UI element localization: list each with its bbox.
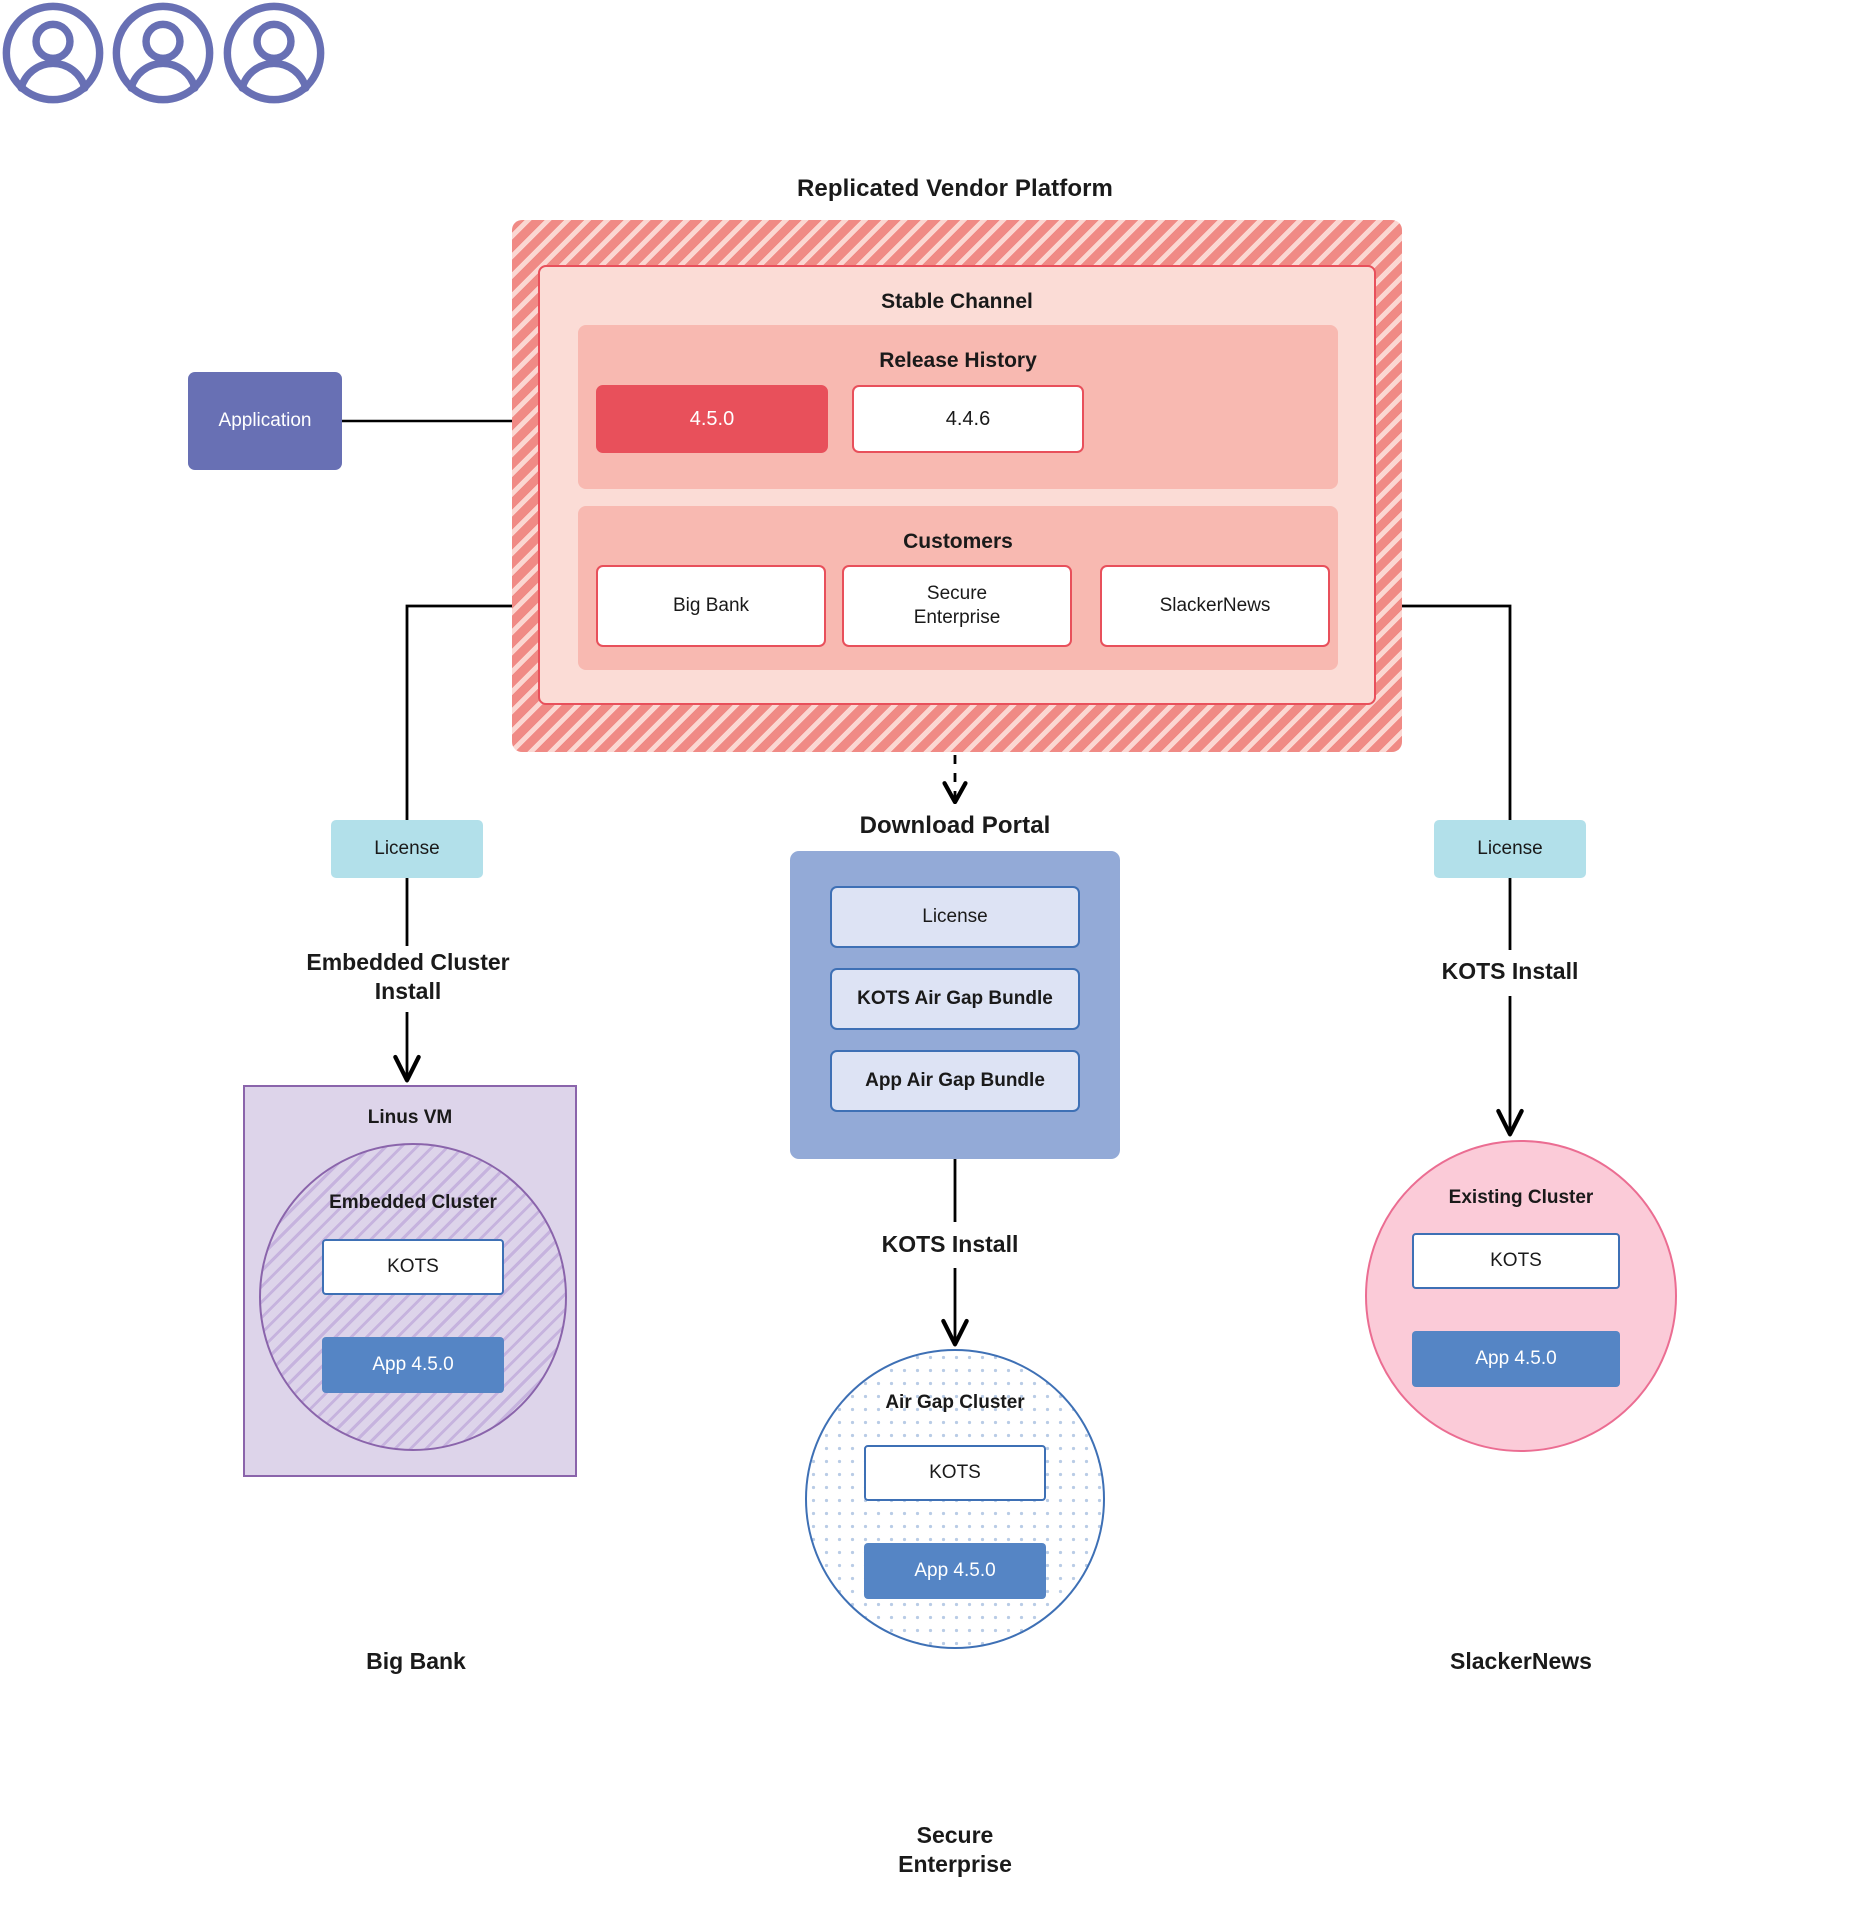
kots-chip-existing[interactable]: KOTS	[1412, 1233, 1620, 1289]
kots-chip-embedded[interactable]: KOTS	[322, 1239, 504, 1295]
linus-vm-title: Linus VM	[367, 1107, 453, 1128]
app-chip-embedded[interactable]: App 4.5.0	[322, 1337, 504, 1393]
embedded-cluster-container	[259, 1143, 567, 1451]
kots-install-label-middle: KOTS Install	[881, 1230, 1019, 1257]
platform-title: Replicated Vendor Platform	[796, 175, 1113, 202]
embedded-cluster-title: Embedded Cluster	[329, 1192, 497, 1213]
end-user-label-slackernews: SlackerNews	[1450, 1648, 1592, 1675]
app-chip-airgap[interactable]: App 4.5.0	[864, 1543, 1046, 1599]
download-portal-title: Download Portal	[859, 812, 1051, 839]
end-user-label-big-bank: Big Bank	[366, 1648, 466, 1675]
customer-chip-slackernews[interactable]: SlackerNews	[1100, 565, 1330, 647]
portal-item-license[interactable]: License	[830, 886, 1080, 948]
release-history-title: Release History	[879, 349, 1037, 372]
portal-item-kots-air-gap-bundle[interactable]: KOTS Air Gap Bundle	[830, 968, 1080, 1030]
stable-channel-title: Stable Channel	[881, 290, 1033, 313]
avatar-secure-enterprise	[113, 2, 214, 104]
portal-item-app-air-gap-bundle[interactable]: App Air Gap Bundle	[830, 1050, 1080, 1112]
kots-install-label-right: KOTS Install	[1441, 957, 1579, 984]
app-chip-existing[interactable]: App 4.5.0	[1412, 1331, 1620, 1387]
customers-title: Customers	[903, 530, 1013, 553]
release-chip-previous[interactable]: 4.4.6	[852, 385, 1084, 453]
application-node[interactable]: Application	[188, 372, 342, 470]
release-chip-current[interactable]: 4.5.0	[596, 385, 828, 453]
avatar-big-bank	[2, 2, 104, 104]
air-gap-cluster-title: Air Gap Cluster	[885, 1392, 1025, 1413]
license-node-right[interactable]: License	[1434, 820, 1586, 878]
existing-cluster-title: Existing Cluster	[1448, 1187, 1594, 1208]
kots-chip-airgap[interactable]: KOTS	[864, 1445, 1046, 1501]
avatar-slackernews	[223, 2, 325, 104]
license-node-left[interactable]: License	[331, 820, 483, 878]
customer-chip-big-bank[interactable]: Big Bank	[596, 565, 826, 647]
existing-cluster-container	[1365, 1140, 1677, 1452]
